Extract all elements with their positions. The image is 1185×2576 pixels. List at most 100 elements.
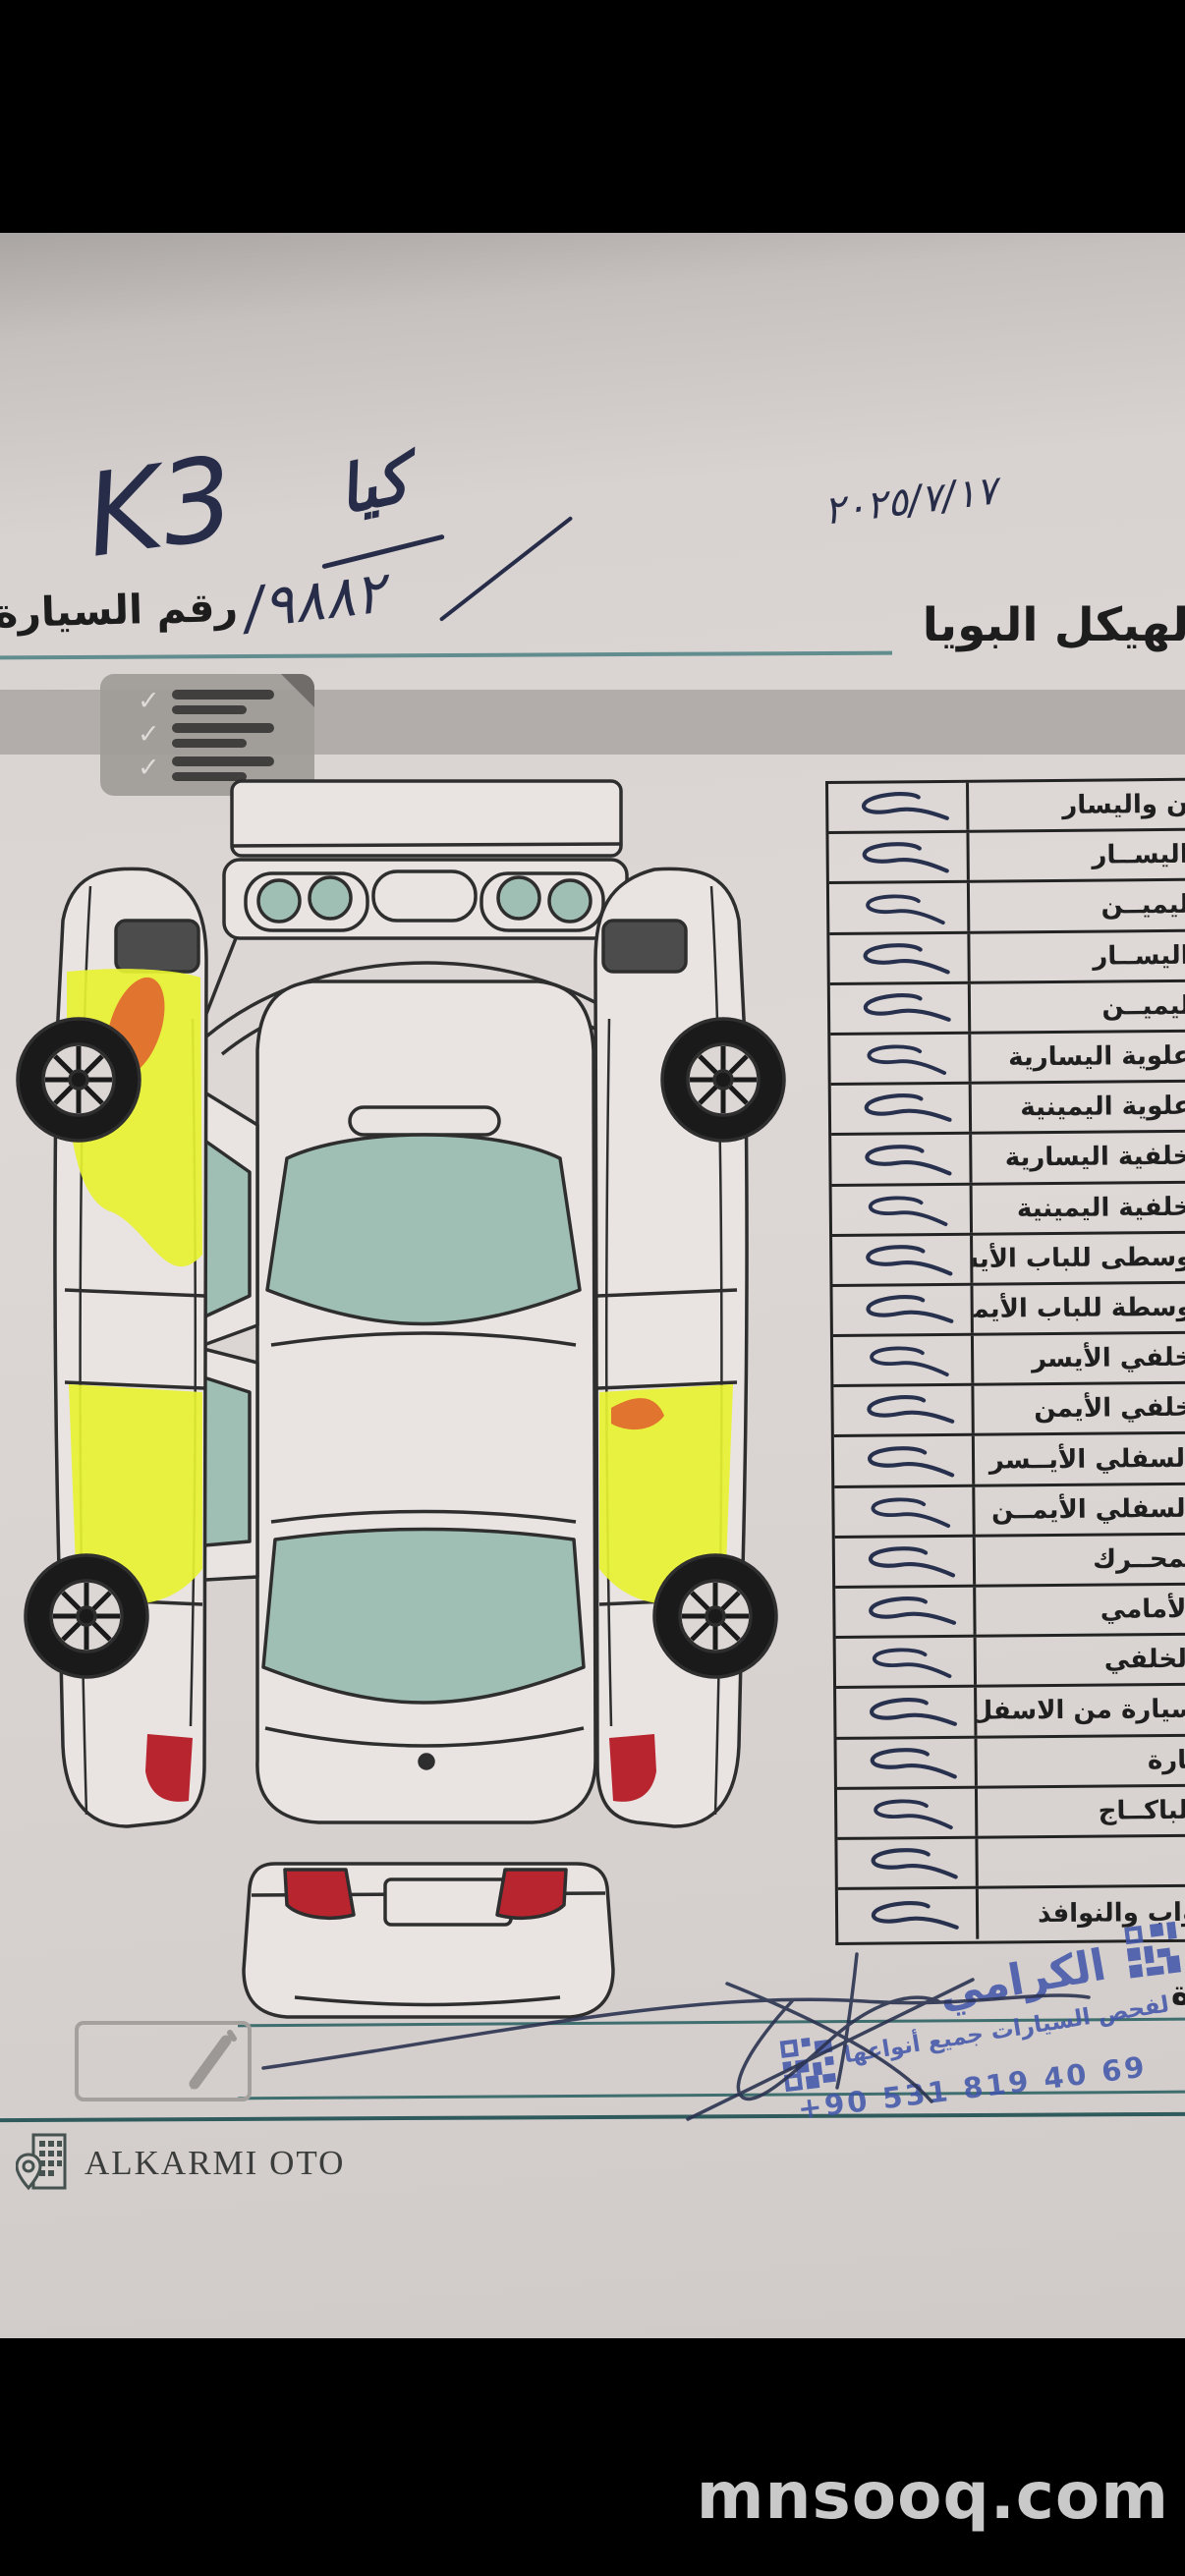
checklist-row-label: سيارة من الاسفل — [977, 1695, 1185, 1727]
checklist-row: علوية اليمينية — [830, 1082, 1185, 1137]
checklist-row: وسطة للباب الأيمن — [832, 1283, 1185, 1338]
page-title: لهيكل البويا — [922, 598, 1185, 652]
checklist-row: اليســار — [828, 830, 1185, 885]
pencil-icon — [189, 2030, 237, 2090]
handwritten-checkmark — [841, 788, 953, 831]
wheel — [652, 1553, 778, 1679]
plate-number-label: رقم السيارة — [0, 583, 239, 638]
handwritten-checkmark-cell — [831, 1185, 974, 1234]
car-top-view — [255, 980, 597, 1824]
rear-glass — [261, 1527, 586, 1705]
handwritten-checkmark — [846, 1244, 956, 1281]
handwritten-checkmark — [843, 942, 953, 980]
handwritten-checkmark — [849, 1545, 959, 1583]
stamp-qr-mark — [1124, 1921, 1182, 1979]
handwritten-checkmark-cell — [833, 1436, 976, 1485]
handwritten-checkmark — [848, 1593, 960, 1636]
handwritten-checkmark — [851, 1847, 961, 1884]
notes-box — [75, 2021, 252, 2101]
wheel — [16, 1017, 141, 1143]
handwritten-signature-strokes — [261, 1952, 1091, 2121]
checklist-row-label: علوية اليسارية — [1008, 1040, 1185, 1073]
checklist-row: الأمامي — [835, 1585, 1185, 1640]
checklist-row: الخلفي — [835, 1635, 1185, 1690]
handwritten-car-make: كيا — [330, 440, 416, 530]
handwritten-checkmark-cell — [832, 1335, 975, 1385]
site-watermark: mnsooq.com — [696, 2458, 1169, 2534]
checklist-document-icon: ✓ ✓ ✓ — [100, 674, 314, 796]
header-rule — [0, 650, 893, 660]
shop-location-icon — [16, 2133, 67, 2191]
checklist-row-label: الأمامي — [1100, 1594, 1185, 1625]
checklist-row-label: السفلي الأيمــن — [990, 1493, 1185, 1526]
handwritten-checkmark-cell — [830, 1084, 973, 1134]
checklist-row-label: ن واليسار — [1062, 789, 1185, 820]
handwritten-checkmark-cell — [828, 832, 970, 882]
checklist-row-label: خلفي الأيسر — [1031, 1342, 1185, 1374]
handwritten-date: ٢٠٢٥/٧/١٧ — [820, 468, 1000, 534]
handwritten-checkmark-cell — [831, 1135, 973, 1184]
handwritten-checkmark-cell — [830, 1034, 972, 1084]
checklist-row-label: وسطى للباب الأيسر — [973, 1242, 1185, 1274]
checklist-row: خلفي الأيسر — [832, 1333, 1185, 1388]
checklist-row: يارة — [836, 1736, 1185, 1790]
handwritten-checkmark-cell — [836, 1788, 979, 1837]
shop-name: ALKARMI OTO — [85, 2144, 346, 2182]
shop-branding: ALKARMI OTO — [16, 2131, 345, 2196]
wheels — [16, 1017, 786, 1679]
checklist-row — [837, 1836, 1185, 1891]
letterbox-bar: mnsooq.com — [0, 2338, 1185, 2576]
handwritten-checkmark — [847, 892, 949, 928]
checklist-row: خلفية اليمينية — [831, 1183, 1185, 1237]
check-icon: ✓ — [138, 719, 160, 750]
handwritten-car-model: K3 — [78, 431, 243, 584]
handwritten-checkmark — [849, 1043, 951, 1080]
car-front-view — [202, 779, 650, 1056]
handwritten-plate-number: /٩٨٨٢ — [240, 558, 389, 643]
checklist-row: اليســار — [829, 931, 1185, 985]
damage-markings-right — [599, 1384, 733, 1802]
handwritten-checkmark-cell — [835, 1587, 977, 1637]
handwritten-checkmark — [854, 1647, 956, 1683]
handwritten-checkmark-cell — [836, 1738, 978, 1787]
checklist-row: خلفي الأيمن — [833, 1384, 1185, 1438]
handwritten-checkmark — [853, 1495, 955, 1532]
handwritten-checkmark — [855, 1797, 957, 1833]
checklist-row-label: يارة — [1147, 1745, 1185, 1775]
headlight — [256, 878, 302, 924]
handwritten-checkmark-cell — [836, 1688, 978, 1737]
headlight — [308, 875, 353, 921]
highlight-rear-door-left — [69, 1384, 202, 1604]
handwritten-checkmark — [851, 1747, 961, 1784]
check-icon: ✓ — [138, 753, 160, 783]
checklist-row-label: ليميــن — [1100, 890, 1185, 922]
handwritten-checkmark-cell — [833, 1385, 975, 1435]
wheel — [660, 1017, 786, 1143]
checklist-row: ليميــن — [828, 881, 1185, 935]
handwritten-checkmark-cell — [828, 782, 970, 832]
checklist-row-label: خلفية اليمينية — [1016, 1192, 1185, 1223]
checklist-row: ن واليسار — [828, 780, 1185, 835]
handwritten-checkmark — [850, 1194, 952, 1230]
checklist-row: لمحــرك — [834, 1535, 1185, 1589]
taillight-right-profile — [609, 1734, 656, 1802]
checklist-row: خلفية اليسارية — [831, 1133, 1185, 1187]
handwritten-checkmark — [851, 1897, 963, 1940]
handwritten-checkmark — [849, 1694, 961, 1737]
cut-off-letter: ة — [1170, 1974, 1185, 2013]
checklist-row-label: اليســار — [1092, 840, 1185, 870]
checklist-row-label: اليســار — [1093, 940, 1185, 972]
windshield-glass — [265, 1133, 582, 1326]
checklist-row-label: خلفي الأيمن — [1034, 1393, 1185, 1425]
handwritten-checkmark-cell — [834, 1537, 977, 1586]
checklist-row: الباكــاج — [836, 1786, 1185, 1840]
page-fold-corner — [281, 674, 314, 707]
checklist-row-label — [978, 1837, 1185, 1886]
taillight-left-profile — [145, 1734, 193, 1802]
handwritten-checkmark-cell — [837, 1888, 980, 1941]
headlight — [496, 875, 541, 921]
handwritten-checkmark — [851, 1345, 953, 1381]
handwritten-checkmark — [847, 1391, 959, 1434]
orange-mark-right — [611, 1398, 664, 1430]
